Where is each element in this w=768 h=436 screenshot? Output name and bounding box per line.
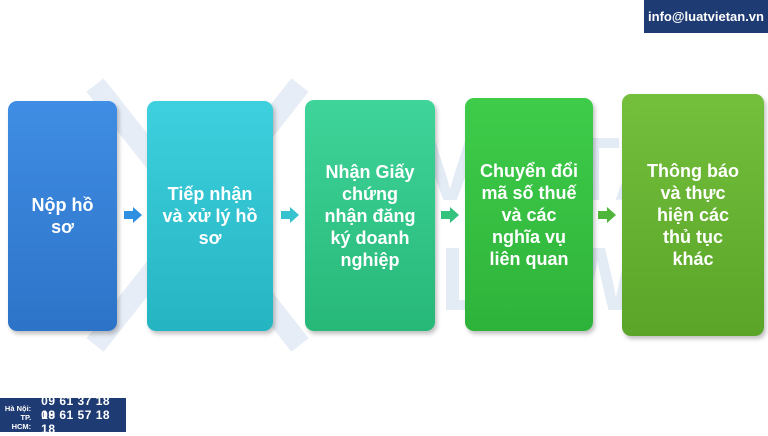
contact-row-hanoi: Hà Nội: 09 61 37 18 18 — [0, 394, 126, 422]
contact-row-hcm: TP. HCM: 09 61 57 18 18 — [0, 408, 126, 436]
arrow-right-icon — [441, 207, 459, 223]
step-receive-certificate: Nhận Giấy chứng nhận đăng ký doanh nghiệ… — [305, 100, 435, 331]
email-badge[interactable]: info@luatvietan.vn — [644, 0, 768, 33]
step-convert-tax-code: Chuyển đổi mã số thuế và các nghĩa vụ li… — [465, 98, 593, 331]
arrow-right-icon — [598, 207, 616, 223]
contact-phones: Hà Nội: 09 61 37 18 18 TP. HCM: 09 61 57… — [0, 394, 126, 436]
city-label: Hà Nội: — [4, 403, 32, 413]
step-submit-dossier: Nộp hồ sơ — [8, 101, 117, 331]
step-label: Chuyển đổi mã số thuế và các nghĩa vụ li… — [480, 160, 578, 269]
email-text[interactable]: info@luatvietan.vn — [648, 9, 764, 24]
phone-number[interactable]: 09 61 37 18 18 — [41, 394, 111, 422]
city-label: TP. HCM: — [11, 413, 32, 431]
step-receive-process: Tiếp nhận và xử lý hồ sơ — [147, 101, 273, 331]
step-label: Thông báo và thực hiện các thủ tục khác — [647, 161, 739, 269]
arrow-right-icon — [124, 207, 142, 223]
step-label: Nhận Giấy chứng nhận đăng ký doanh nghiệ… — [324, 161, 416, 270]
step-label: Nộp hồ sơ — [31, 195, 94, 237]
arrow-right-icon — [281, 207, 299, 223]
step-notify-other-procedures: Thông báo và thực hiện các thủ tục khác — [622, 94, 764, 336]
step-label: Tiếp nhận và xử lý hồ sơ — [162, 184, 258, 248]
